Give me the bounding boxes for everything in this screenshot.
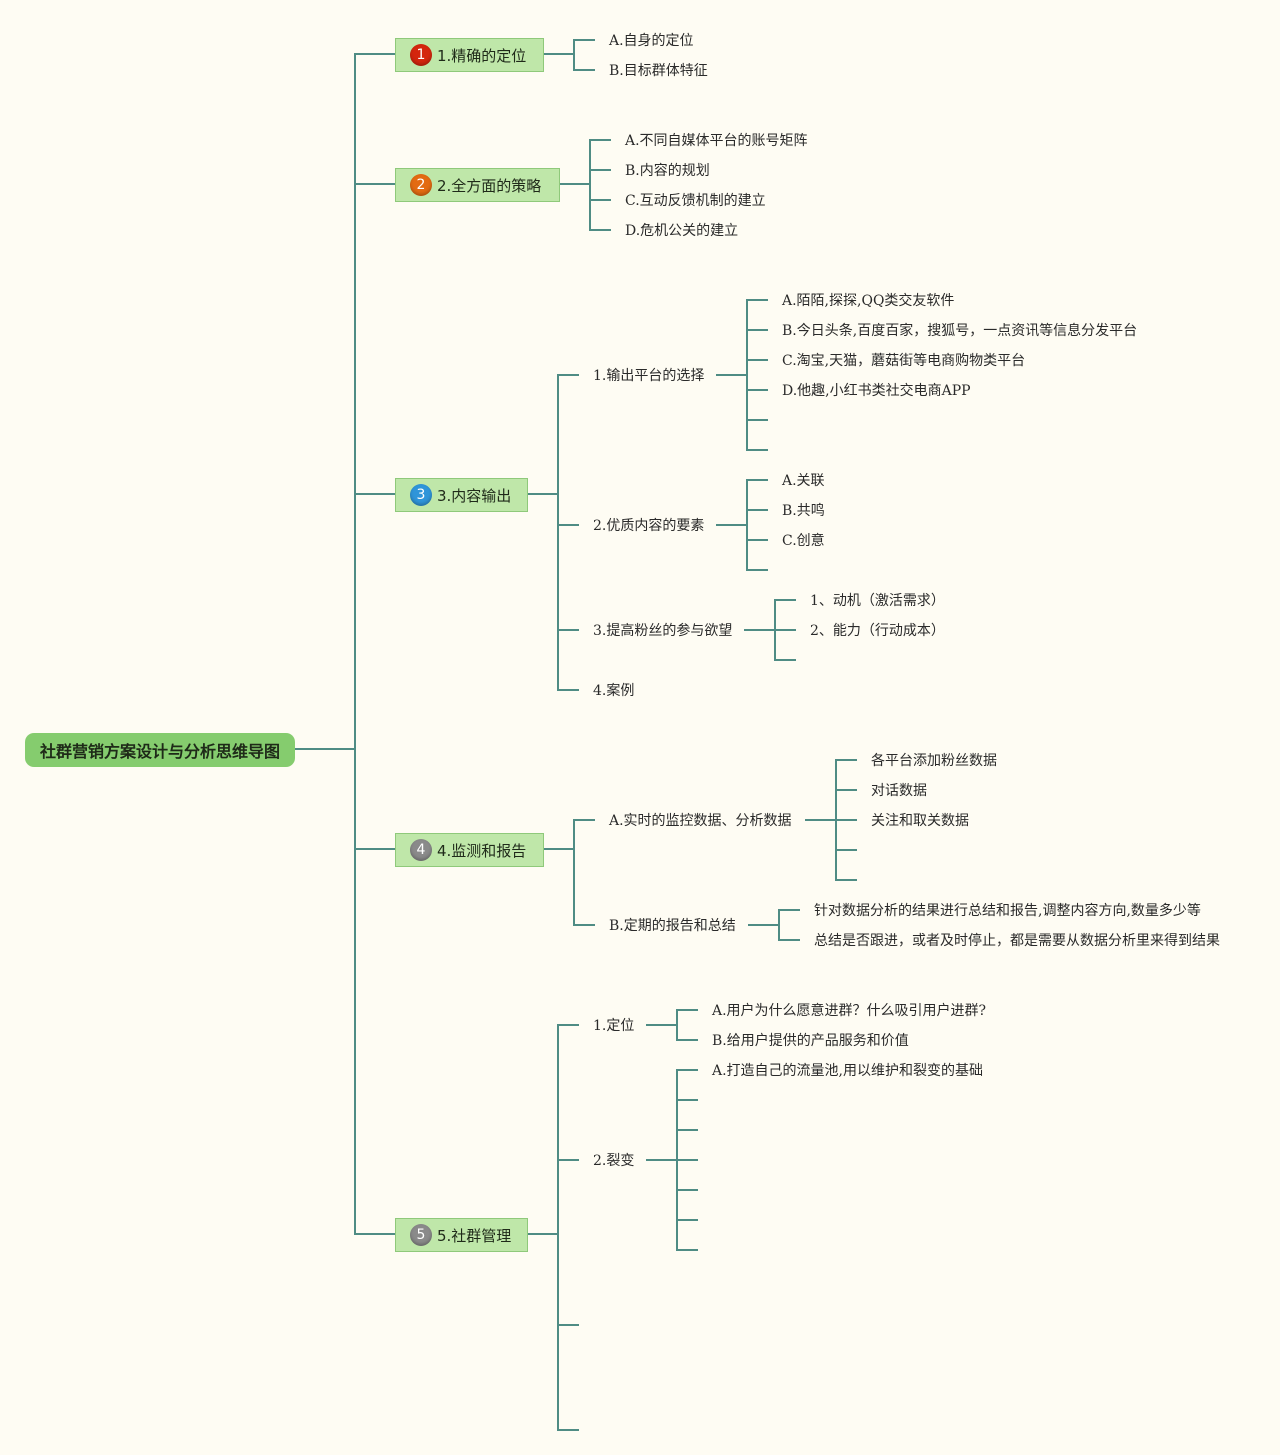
subtopic[interactable]: 2.裂变 <box>593 1153 635 1169</box>
subtopic[interactable]: A.不同自媒体平台的账号矩阵 <box>625 133 808 149</box>
main-topic-1[interactable]: 1 1.精确的定位 <box>395 38 544 72</box>
leaf-topic[interactable]: C.创意 <box>782 533 825 549</box>
subtopic[interactable]: B.内容的规划 <box>625 163 710 179</box>
subtopic[interactable]: A.实时的监控数据、分析数据 <box>609 813 792 829</box>
subtopic[interactable]: 4.案例 <box>593 683 635 699</box>
leaf-topic[interactable]: 针对数据分析的结果进行总结和报告,调整内容方向,数量多少等 <box>814 903 1201 919</box>
subtopic[interactable]: 1.定位 <box>593 1018 635 1034</box>
subtopic[interactable]: 3.提高粉丝的参与欲望 <box>593 623 733 639</box>
main-topic-2[interactable]: 2 2.全方面的策略 <box>395 168 560 202</box>
leaf-topic[interactable]: A.打造自己的流量池,用以维护和裂变的基础 <box>712 1063 984 1079</box>
main-topic-3[interactable]: 3 3.内容输出 <box>395 478 528 512</box>
priority-3-icon: 3 <box>410 484 432 506</box>
leaf-topic[interactable]: 2、能力（行动成本） <box>810 623 945 639</box>
leaf-topic[interactable]: B.今日头条,百度百家，搜狐号，一点资讯等信息分发平台 <box>782 323 1138 339</box>
leaf-topic[interactable]: 1、动机（激活需求） <box>810 593 945 609</box>
leaf-topic[interactable]: C.淘宝,天猫，蘑菇街等电商购物类平台 <box>782 353 1026 369</box>
leaf-topic[interactable]: A.关联 <box>782 473 825 489</box>
main-topic-label: 4.监测和报告 <box>437 841 527 860</box>
leaf-topic[interactable]: 各平台添加粉丝数据 <box>871 753 997 769</box>
main-topic-5[interactable]: 5 5.社群管理 <box>395 1218 528 1252</box>
main-topic-label: 1.精确的定位 <box>437 46 527 65</box>
leaf-topic[interactable]: 总结是否跟进，或者及时停止，都是需要从数据分析里来得到结果 <box>814 933 1220 949</box>
subtopic[interactable]: A.自身的定位 <box>609 33 694 49</box>
subtopic[interactable]: C.互动反馈机制的建立 <box>625 193 766 209</box>
subtopic[interactable]: D.危机公关的建立 <box>625 223 739 239</box>
leaf-topic[interactable]: B.给用户提供的产品服务和价值 <box>712 1033 909 1049</box>
subtopic[interactable]: B.定期的报告和总结 <box>609 918 736 934</box>
subtopic[interactable]: B.目标群体特征 <box>609 63 708 79</box>
main-topic-label: 2.全方面的策略 <box>437 176 542 195</box>
root-topic[interactable]: 社群营销方案设计与分析思维导图 <box>25 733 295 767</box>
priority-1-icon: 1 <box>410 44 432 66</box>
leaf-topic[interactable]: 关注和取关数据 <box>871 813 969 829</box>
leaf-topic[interactable]: A.陌陌,探探,QQ类交友软件 <box>782 293 955 309</box>
subtopic[interactable]: 1.输出平台的选择 <box>593 368 705 384</box>
main-topic-4[interactable]: 4 4.监测和报告 <box>395 833 544 867</box>
leaf-topic[interactable]: 对话数据 <box>871 783 927 799</box>
subtopic[interactable]: 2.优质内容的要素 <box>593 518 705 534</box>
main-topic-label: 5.社群管理 <box>437 1226 512 1245</box>
priority-2-icon: 2 <box>410 174 432 196</box>
leaf-topic[interactable]: A.用户为什么愿意进群？什么吸引用户进群? <box>712 1003 987 1019</box>
leaf-topic[interactable]: B.共鸣 <box>782 503 825 519</box>
leaf-topic[interactable]: D.他趣,小红书类社交电商APP <box>782 383 971 399</box>
main-topic-label: 3.内容输出 <box>437 486 512 505</box>
priority-4-icon: 4 <box>410 839 432 861</box>
priority-5-icon: 5 <box>410 1224 432 1246</box>
